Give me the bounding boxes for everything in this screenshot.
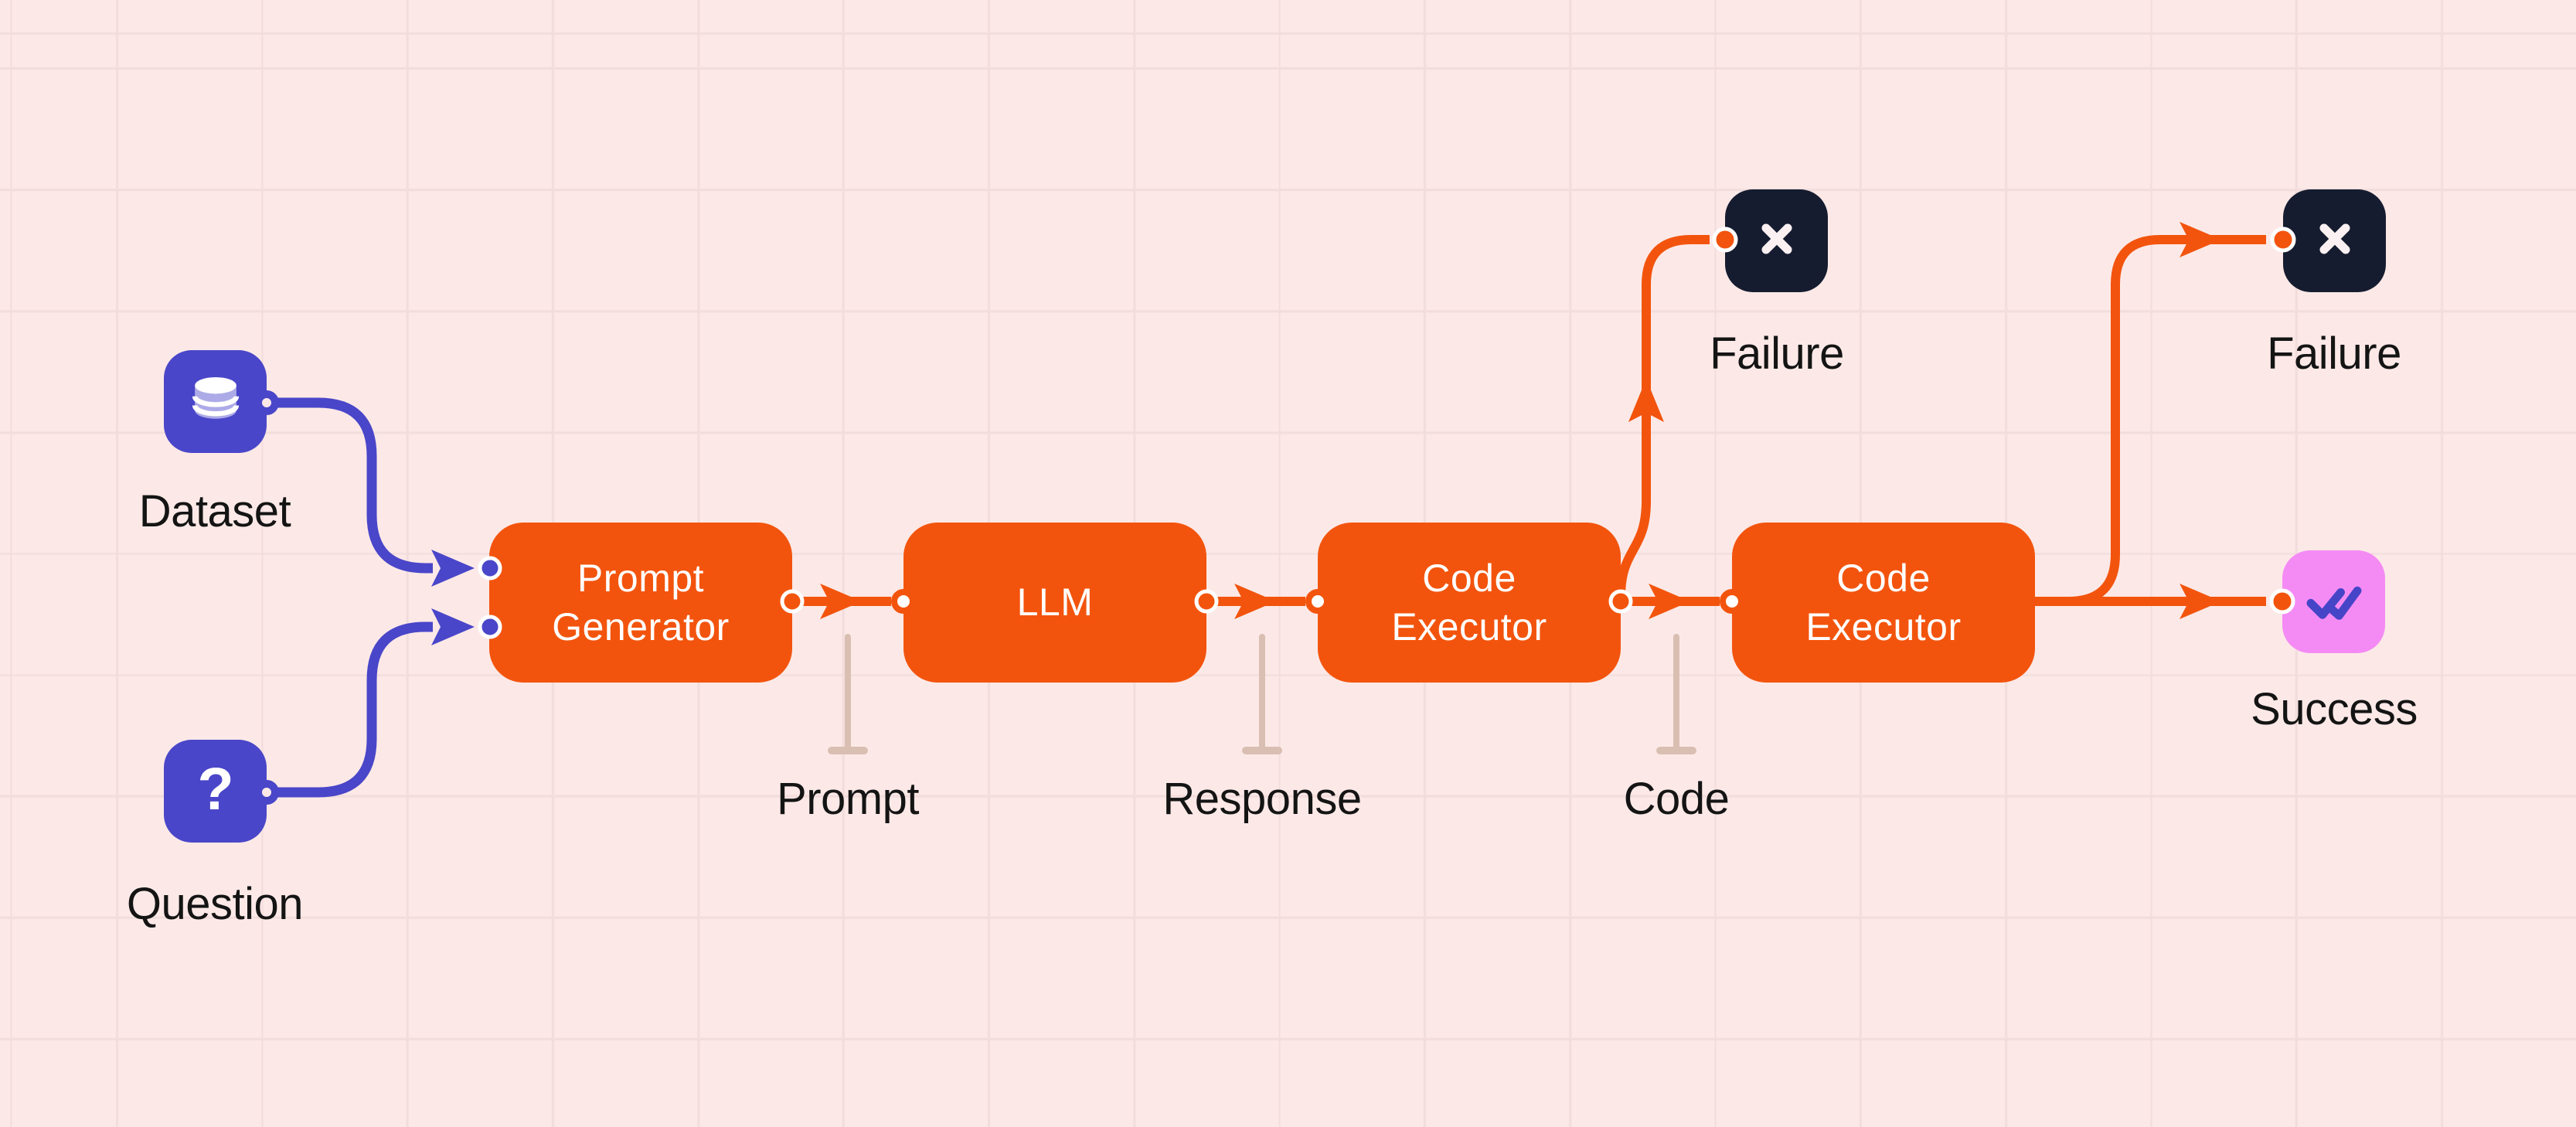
arrowhead-failure-2 — [2180, 222, 2221, 257]
response-edge-label: Response — [1162, 774, 1362, 824]
arrowhead-success — [2180, 584, 2221, 619]
question-node[interactable]: ? — [164, 740, 267, 843]
node-label: Prompt Generator — [552, 557, 730, 649]
code-executor-1-node[interactable]: Code Executor — [1318, 523, 1621, 683]
arrowhead-dataset — [431, 550, 475, 587]
arrowhead-prompt — [820, 584, 862, 619]
x-icon — [2304, 208, 2366, 274]
arrowhead-response — [1234, 584, 1276, 619]
prompt-pin-marker — [828, 634, 868, 754]
failure-2-label: Failure — [2267, 329, 2401, 379]
double-check-icon — [2301, 567, 2367, 637]
node-label: LLM — [1016, 581, 1094, 625]
dataset-node[interactable] — [164, 350, 267, 453]
question-icon: ? — [182, 756, 249, 826]
arrowhead-question — [431, 608, 475, 645]
edge-code-executor-2-to-failure-2 — [2035, 235, 2266, 606]
prompt-edge-label: Prompt — [777, 774, 919, 824]
response-pin-marker — [1242, 634, 1282, 754]
question-label: Question — [126, 879, 304, 929]
arrowhead-failure-1 — [1628, 379, 1664, 422]
success-node[interactable] — [2282, 550, 2385, 653]
failure-1-node[interactable] — [1725, 189, 1828, 292]
arrowhead-code — [1649, 584, 1690, 619]
llm-node[interactable]: LLM — [903, 523, 1206, 683]
svg-text:?: ? — [197, 756, 233, 822]
edge-code-executor-1-to-failure-1 — [1616, 235, 1710, 598]
edge-question-to-prompt-generator — [267, 621, 433, 798]
node-label: Code Executor — [1391, 557, 1547, 649]
prompt-generator-node[interactable]: Prompt Generator — [489, 523, 792, 683]
dataset-label: Dataset — [138, 486, 291, 536]
x-icon — [1746, 208, 1808, 274]
failure-1-label: Failure — [1710, 329, 1844, 379]
success-label: Success — [2251, 684, 2418, 734]
failure-2-node[interactable] — [2283, 189, 2386, 292]
node-label: Code Executor — [1805, 557, 1962, 649]
database-icon — [182, 366, 249, 437]
code-executor-2-node[interactable]: Code Executor — [1732, 523, 2035, 683]
code-edge-label: Code — [1623, 774, 1730, 824]
code-pin-marker — [1656, 634, 1696, 754]
